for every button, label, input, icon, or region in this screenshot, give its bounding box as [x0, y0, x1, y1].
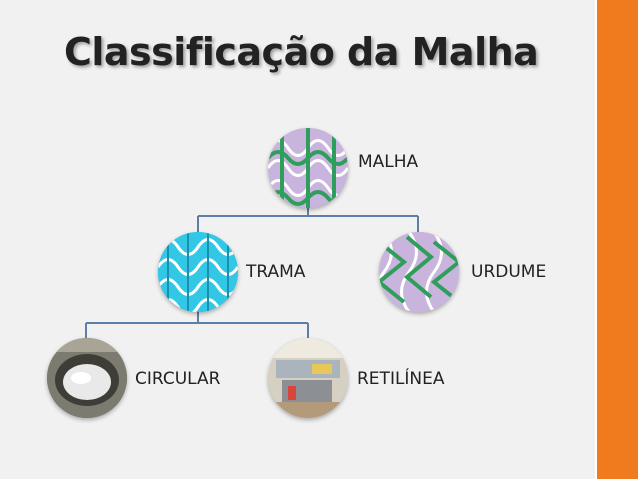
circular-knitting-machine-photo — [47, 338, 127, 418]
urdume-knit-image — [379, 232, 459, 312]
retilinea-machine-image — [268, 338, 348, 418]
accent-side-bar — [595, 0, 638, 479]
flat-knitting-machine-photo — [268, 338, 348, 418]
circular-label: CIRCULAR — [135, 369, 221, 389]
connector-trama-children — [85, 310, 309, 342]
connector-root-children — [197, 205, 419, 234]
circular-machine-image — [47, 338, 127, 418]
weft-knit-pattern-icon — [268, 128, 348, 208]
urdume-label: URDUME — [471, 262, 547, 282]
malha-knit-image — [268, 128, 348, 208]
retilinea-label: RETILÍNEA — [357, 369, 445, 389]
trama-knit-image — [158, 232, 238, 312]
malha-label: MALHA — [358, 152, 419, 172]
slide-title: Classificação da Malha — [64, 30, 539, 74]
trama-label: TRAMA — [246, 262, 306, 282]
weft-knit-pattern-icon — [158, 232, 238, 312]
warp-knit-pattern-icon — [379, 232, 459, 312]
